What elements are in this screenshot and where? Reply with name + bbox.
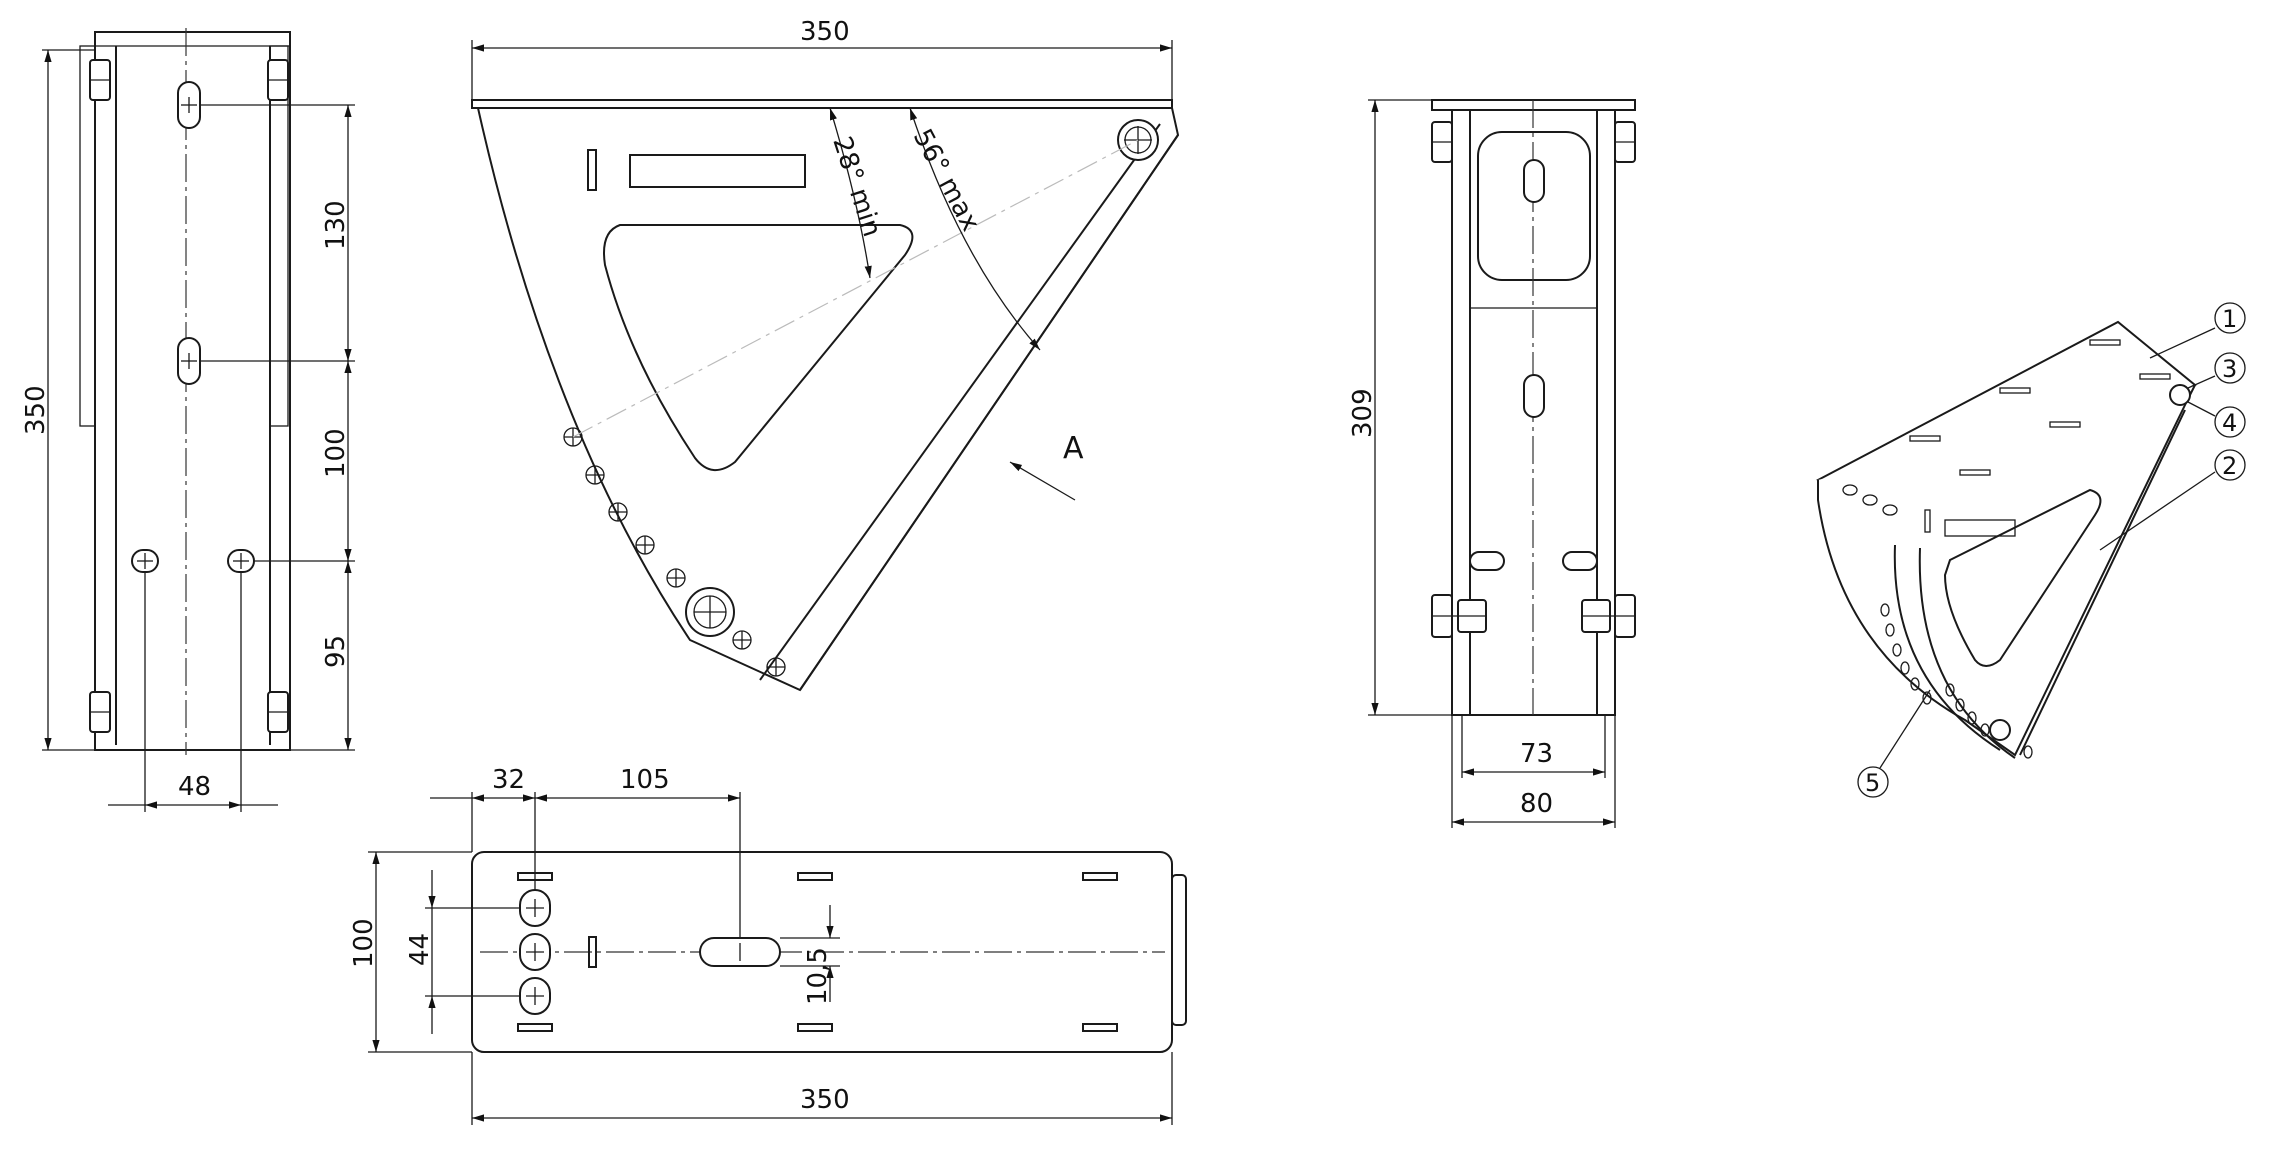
dim-top-slot-offset: 105 xyxy=(620,765,670,795)
front-bolt-tr xyxy=(1614,121,1636,163)
side-view: 350 28° min 56° max A xyxy=(471,17,1180,692)
balloon-5: 5 xyxy=(1857,689,1931,798)
dim-front-inner: 73 xyxy=(1520,739,1553,769)
dim-top-height: 100 xyxy=(349,918,379,968)
svg-text:5: 5 xyxy=(1865,769,1880,797)
dim-front-outer: 80 xyxy=(1520,789,1553,819)
bolt-bottom-left xyxy=(89,691,111,733)
dim-top-length: 350 xyxy=(800,1085,850,1115)
dim-angle-max: 56° max xyxy=(907,124,986,236)
svg-text:4: 4 xyxy=(2222,409,2237,437)
front-bolt-br xyxy=(1581,594,1636,638)
dim-front-height: 309 xyxy=(1348,388,1378,438)
dim-slot-95: 95 xyxy=(321,635,351,668)
isometric-view: 1 3 4 2 5 xyxy=(1816,302,2246,798)
svg-text:3: 3 xyxy=(2222,355,2237,383)
bolt-bottom-right xyxy=(267,691,289,733)
dim-top-hole-spacing: 44 xyxy=(405,933,435,966)
dim-top-offset: 32 xyxy=(492,765,525,795)
front-view: 309 73 80 xyxy=(1348,99,1636,828)
bolt-top-right xyxy=(267,59,289,101)
view-label-a: A xyxy=(1063,431,1084,466)
balloon-4: 4 xyxy=(2187,401,2246,438)
dim-slot-130: 130 xyxy=(321,200,351,250)
balloon-1: 1 xyxy=(2149,302,2246,359)
top-view: 32 105 100 44 10,5 350 xyxy=(349,765,1187,1125)
svg-text:2: 2 xyxy=(2222,452,2237,480)
bolt-top-left xyxy=(89,59,111,101)
front-bolt-tl xyxy=(1431,121,1453,163)
svg-text:1: 1 xyxy=(2222,305,2237,333)
dim-slot-100: 100 xyxy=(321,428,351,478)
dim-left-height: 350 xyxy=(21,385,51,435)
dim-side-width: 350 xyxy=(800,17,850,47)
dim-top-slot-width: 10,5 xyxy=(803,947,833,1005)
balloon-3: 3 xyxy=(2187,352,2246,389)
front-bolt-bl xyxy=(1431,594,1487,638)
left-view: 350 130 100 95 48 xyxy=(21,28,355,812)
balloon-2: 2 xyxy=(2099,449,2246,551)
dim-left-width: 48 xyxy=(178,772,211,802)
